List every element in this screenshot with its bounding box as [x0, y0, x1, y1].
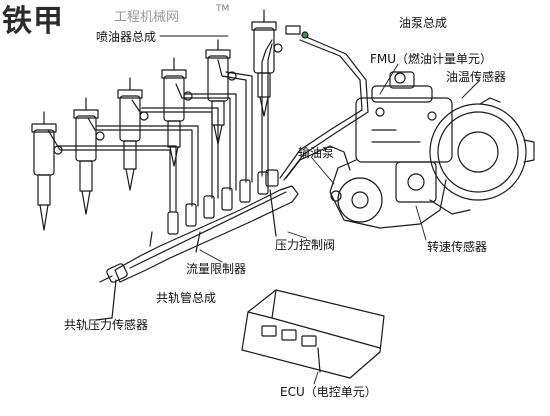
injector-4 [161, 57, 193, 167]
label-flow-limiter: 流量限制器 [186, 262, 247, 276]
injector-5 [205, 39, 237, 145]
connector-marker-icon [301, 31, 309, 39]
common-rail [99, 169, 299, 283]
injector-3 [117, 77, 149, 191]
leader-lines [159, 35, 481, 385]
label-fmu: FMU（燃油计量单元） [370, 52, 493, 66]
watermark: 铁甲 工程机械网 TM [2, 4, 232, 44]
high-pressure-pump [329, 71, 535, 229]
watermark-logo-text: 铁甲 [2, 4, 64, 39]
label-pump-assembly: 油泵总成 [399, 16, 448, 30]
high-pressure-lines [47, 35, 369, 213]
label-pressure-control-valve: 压力控制阀 [275, 238, 336, 252]
ecu-unit [241, 289, 385, 379]
label-transfer-pump: 输油泵 [298, 146, 335, 160]
label-speed-sensor: 转速传感器 [427, 240, 488, 254]
label-oil-temp-sensor: 油温传感器 [446, 70, 507, 84]
watermark-subtitle: 工程机械网 [114, 10, 180, 25]
label-rail-pressure-sensor: 共轨压力传感器 [64, 318, 149, 332]
injector-1 [31, 111, 63, 231]
label-ecu: ECU（电控单元） [280, 385, 377, 399]
watermark-trademark: TM [216, 4, 230, 14]
rail-sensor-leader [95, 279, 117, 321]
label-injector-assembly: 喷油器总成 [96, 30, 157, 44]
injector-6 [251, 9, 301, 117]
label-common-rail-assembly: 共轨管总成 [156, 291, 217, 305]
injector-2 [73, 97, 105, 215]
